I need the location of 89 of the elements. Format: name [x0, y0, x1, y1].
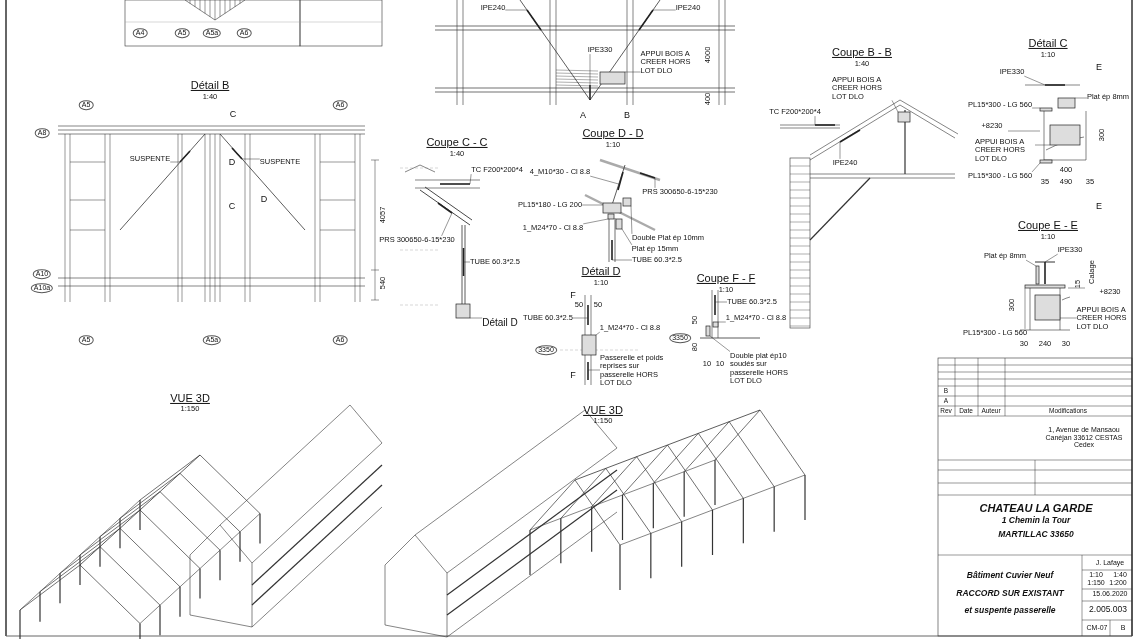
leader-line	[589, 53, 591, 86]
leader-line	[1031, 162, 1041, 173]
leader-line	[717, 321, 726, 323]
section-mark: C	[228, 202, 236, 212]
steel-member	[526, 9, 542, 31]
connection-part	[622, 197, 632, 207]
leader-line	[630, 205, 633, 235]
leader-line	[1025, 259, 1037, 267]
section-mark: A	[580, 111, 586, 121]
steel-member	[617, 171, 624, 191]
leader-line	[624, 71, 641, 73]
connection-part	[455, 303, 471, 319]
steel-member	[231, 147, 243, 160]
callout-label: Détail D	[482, 316, 518, 328]
connection-part	[1034, 294, 1061, 321]
steel-member	[839, 129, 861, 143]
connection-part	[705, 325, 711, 337]
section-mark: F	[570, 291, 576, 301]
leader-line	[621, 228, 633, 246]
leader-line	[814, 115, 816, 126]
leader-line	[1024, 75, 1046, 86]
view-title: Détail B	[190, 78, 230, 92]
leader-line	[441, 212, 453, 237]
leader-line	[587, 369, 601, 371]
connection-part	[615, 218, 623, 230]
connection-part	[712, 321, 719, 328]
connection-part	[581, 334, 597, 356]
view-title: Coupe E - E	[1018, 218, 1078, 232]
leader-line	[611, 259, 633, 261]
section-mark: B	[624, 111, 630, 121]
field-value: 2.005.003	[1089, 605, 1127, 615]
leader-line	[1059, 317, 1077, 319]
section-mark: E	[1096, 202, 1102, 212]
connection-part	[1049, 124, 1081, 146]
view-title: Détail C	[1028, 36, 1068, 50]
view-title: Coupe F - F	[696, 271, 756, 285]
steel-member	[639, 172, 656, 179]
sheet-title-text: 1 Chemin la Tour	[1001, 516, 1071, 526]
view-title: Détail D	[581, 264, 621, 278]
steel-member	[462, 247, 465, 277]
view-title: VUE 3D	[170, 391, 210, 405]
steel-member	[179, 150, 191, 163]
leader-line	[169, 161, 181, 163]
project-title: CHATEAU LA GARDE	[979, 501, 1093, 515]
leader-line	[891, 100, 899, 113]
leader-line	[583, 218, 609, 225]
sheet-title-text: Bâtiment Cuvier Neuf	[966, 571, 1054, 581]
view-title: Coupe B - B	[832, 45, 892, 59]
view-title: VUE 3D	[583, 403, 623, 417]
leader-line	[572, 317, 589, 319]
leader-line	[839, 141, 841, 160]
steel-member	[437, 202, 453, 214]
leader-line	[1034, 144, 1051, 146]
leader-line	[463, 261, 471, 263]
leader-line	[714, 301, 728, 303]
sheet-title-text: et suspente passerelle	[964, 606, 1056, 616]
section-mark: D	[260, 195, 268, 205]
connection-part	[1039, 159, 1053, 164]
leader-line	[581, 204, 604, 206]
connection-part	[1057, 97, 1076, 109]
connection-part	[1035, 265, 1040, 285]
leader-line	[709, 335, 731, 352]
steel-member	[638, 9, 654, 31]
section-mark: D	[228, 158, 236, 168]
section-mark: E	[1096, 63, 1102, 73]
connection-part	[897, 111, 911, 123]
leader-line	[241, 158, 261, 160]
connection-part	[1024, 284, 1066, 289]
sheet-title-text: RACCORD SUR EXISTANT	[956, 589, 1064, 599]
connection-part	[602, 202, 622, 214]
leader-line	[652, 9, 676, 11]
leader-line	[469, 317, 483, 319]
leader-line	[1024, 287, 1026, 330]
leader-line	[595, 331, 600, 336]
leader-line	[1044, 253, 1058, 263]
connection-part	[599, 71, 626, 85]
view-title: Coupe D - D	[582, 126, 644, 140]
connection-part	[1039, 107, 1053, 112]
section-mark: C	[229, 110, 237, 120]
connection-part	[607, 213, 615, 220]
leader-line	[654, 177, 656, 189]
leader-line	[1031, 107, 1041, 109]
section-mark: F	[570, 371, 576, 381]
leader-line	[590, 175, 620, 185]
view-title: Coupe C - C	[426, 135, 488, 149]
leader-line	[469, 173, 472, 185]
leader-line	[1074, 97, 1088, 99]
leader-line	[505, 9, 528, 11]
sheet-title-text: MARTILLAC 33650	[998, 530, 1074, 540]
